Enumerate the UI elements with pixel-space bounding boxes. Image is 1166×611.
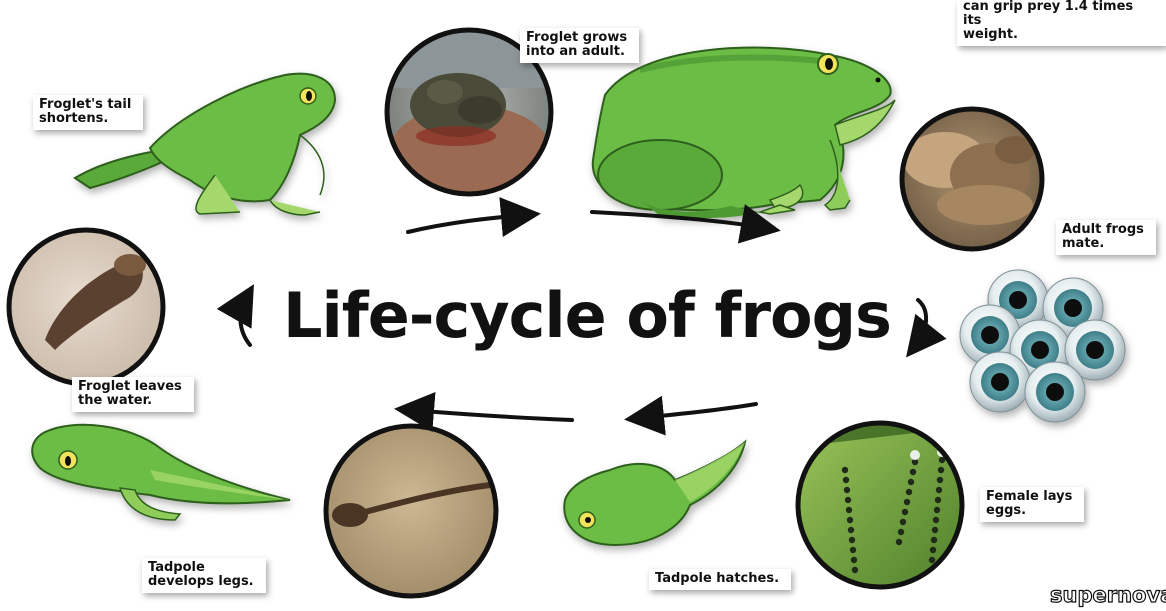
photo-tadpole-legs — [320, 420, 500, 600]
arrow-left — [240, 298, 250, 345]
label-hatches: Tadpole hatches. — [649, 569, 791, 590]
adult-frog-illustration — [593, 48, 895, 219]
arrow-bottom-right — [640, 404, 756, 418]
label-froglet-adult: Froglet grows into an adult. — [520, 28, 639, 63]
label-lays-eggs: Female lays eggs. — [980, 487, 1084, 522]
diagram-title: Life-cycle of frogs — [283, 276, 883, 356]
photo-adults-mate — [900, 108, 1045, 253]
photo-eggs-on-leaf — [795, 420, 965, 590]
label-tail-shortens: Froglet's tail shortens. — [33, 95, 143, 130]
label-develops-legs: Tadpole develops legs. — [142, 558, 266, 593]
photo-froglet-leaves-water — [8, 228, 168, 388]
label-adult-mate: Adult frogs mate. — [1056, 220, 1156, 255]
arrow-right — [916, 300, 926, 345]
brand-logo: supernova — [1050, 583, 1166, 607]
label-grip-fact: can grip prey 1.4 times its weight. — [957, 0, 1166, 46]
label-leaves-water: Froglet leaves the water. — [72, 377, 194, 412]
arrow-bottom-left — [410, 410, 572, 420]
arrow-top-left — [408, 215, 525, 232]
frog-eggs-illustration — [960, 270, 1125, 422]
tadpole-hatches-illustration — [564, 442, 745, 545]
tadpole-legs-illustration — [32, 425, 290, 520]
